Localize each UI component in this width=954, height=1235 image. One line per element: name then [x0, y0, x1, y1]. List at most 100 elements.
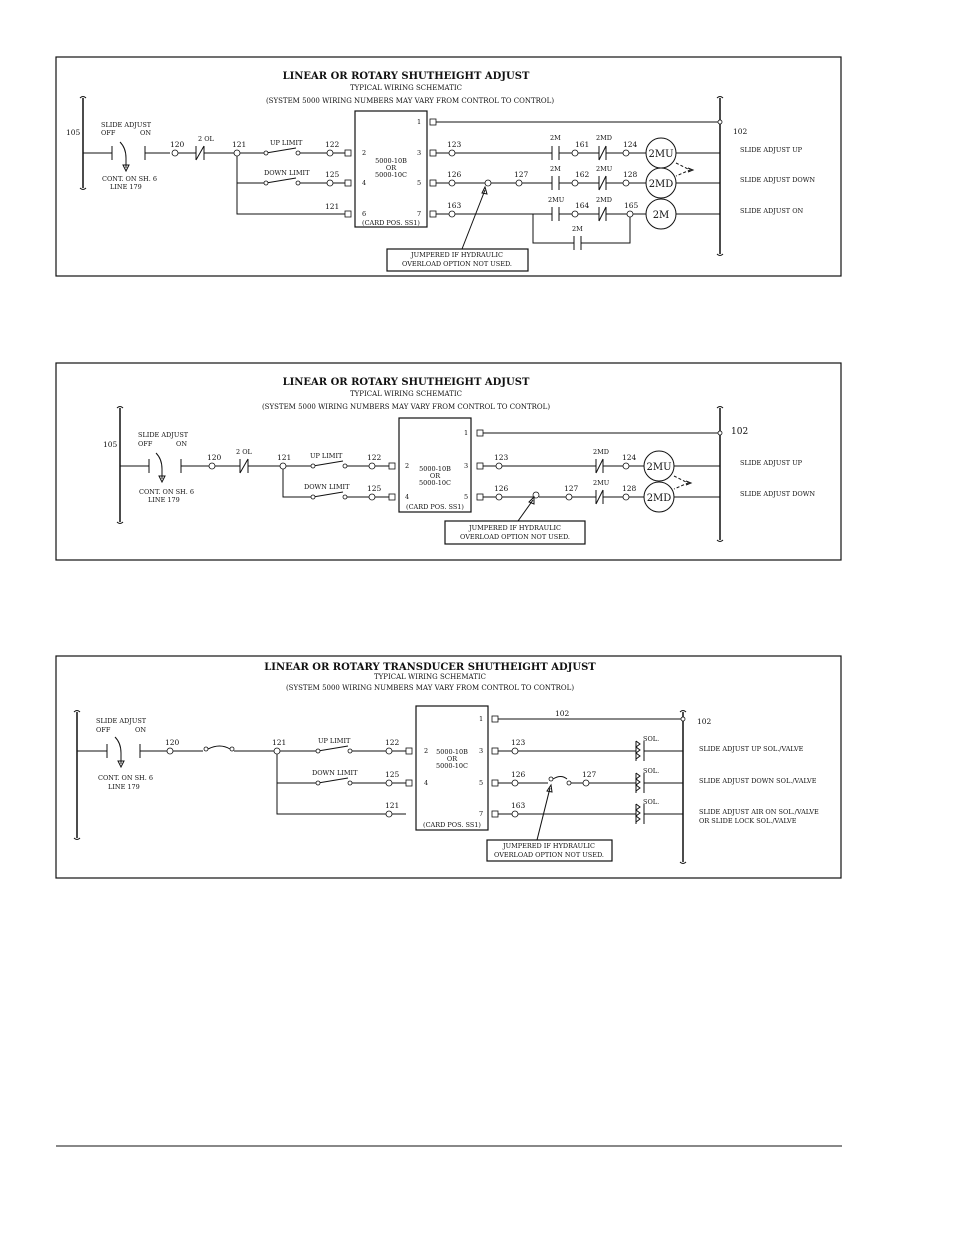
- svg-text:SOL.: SOL.: [643, 767, 659, 775]
- svg-text:2MD: 2MD: [596, 196, 612, 204]
- svg-text:(CARD POS. SS1): (CARD POS. SS1): [362, 219, 420, 227]
- svg-text:OR: OR: [447, 755, 458, 763]
- svg-text:SLIDE ADJUST DOWN SOL./VALVE: SLIDE ADJUST DOWN SOL./VALVE: [699, 777, 817, 785]
- jumper-note: [386, 248, 529, 272]
- wire-122: 122: [325, 140, 340, 149]
- svg-text:124: 124: [623, 140, 638, 149]
- diagram-1-title: LINEAR OR ROTARY SHUTHEIGHT ADJUST: [283, 71, 530, 82]
- svg-text:123: 123: [511, 738, 526, 747]
- svg-text:5: 5: [479, 779, 483, 787]
- svg-text:165: 165: [624, 201, 639, 210]
- switch-on: ON: [140, 129, 151, 137]
- svg-text:2M: 2M: [550, 134, 561, 142]
- svg-text:SLIDE ADJUST DOWN: SLIDE ADJUST DOWN: [740, 490, 815, 498]
- svg-text:CONT. ON SH. 6: CONT. ON SH. 6: [139, 488, 194, 496]
- wire-120: 120: [170, 140, 185, 149]
- svg-text:124: 124: [622, 453, 637, 462]
- svg-text:2MU: 2MU: [593, 479, 610, 487]
- svg-text:SLIDE ADJUST AIR ON SOL./VALVE: SLIDE ADJUST AIR ON SOL./VALVE: [699, 808, 819, 816]
- svg-text:DOWN LIMIT: DOWN LIMIT: [312, 769, 358, 777]
- svg-text:161: 161: [575, 140, 589, 149]
- svg-text:(CARD POS. SS1): (CARD POS. SS1): [423, 821, 481, 829]
- svg-text:SLIDE ADJUST DOWN: SLIDE ADJUST DOWN: [740, 176, 815, 184]
- svg-text:ON: ON: [176, 440, 187, 448]
- svg-text:6: 6: [362, 210, 366, 218]
- svg-text:5000-10B: 5000-10B: [419, 465, 451, 473]
- diagram-3: LINEAR OR ROTARY TRANSDUCER SHUTHEIGHT A…: [55, 655, 842, 879]
- svg-text:JUMPERED IF HYDRAULIC: JUMPERED IF HYDRAULIC: [468, 524, 561, 532]
- svg-text:121: 121: [272, 738, 286, 747]
- svg-text:(SYSTEM 5000 WIRING NUMBERS MA: (SYSTEM 5000 WIRING NUMBERS MAY VARY FRO…: [262, 403, 550, 411]
- svg-text:102: 102: [731, 427, 748, 437]
- svg-text:1: 1: [479, 715, 483, 723]
- svg-text:5000-10B: 5000-10B: [375, 157, 407, 165]
- wire-121: 121: [232, 140, 246, 149]
- svg-text:5000-10C: 5000-10C: [436, 762, 468, 770]
- svg-text:127: 127: [514, 170, 529, 179]
- svg-text:5000-10B: 5000-10B: [436, 748, 468, 756]
- svg-text:TYPICAL WIRING SCHEMATIC: TYPICAL WIRING SCHEMATIC: [374, 673, 486, 681]
- switch-off: OFF: [101, 129, 116, 137]
- svg-text:102: 102: [555, 709, 570, 718]
- svg-text:2MD: 2MD: [647, 493, 672, 504]
- svg-text:121: 121: [277, 453, 291, 462]
- svg-text:TYPICAL WIRING SCHEMATIC: TYPICAL WIRING SCHEMATIC: [350, 390, 462, 398]
- cont-line-1: CONT. ON SH. 6: [102, 175, 157, 183]
- svg-text:125: 125: [385, 770, 400, 779]
- svg-text:2MD: 2MD: [649, 179, 674, 190]
- svg-text:128: 128: [623, 170, 638, 179]
- diagram-1-note: (SYSTEM 5000 WIRING NUMBERS MAY VARY FRO…: [266, 97, 554, 105]
- svg-text:5: 5: [417, 179, 421, 187]
- svg-text:126: 126: [494, 484, 509, 493]
- svg-text:126: 126: [447, 170, 462, 179]
- wire-121b: 121: [325, 202, 339, 211]
- svg-text:SLIDE ADJUST: SLIDE ADJUST: [138, 431, 189, 439]
- svg-text:SLIDE ADJUST UP: SLIDE ADJUST UP: [740, 146, 803, 154]
- diagram-2-title: LINEAR OR ROTARY SHUTHEIGHT ADJUST: [283, 377, 530, 388]
- svg-text:OR: OR: [386, 164, 397, 172]
- svg-text:(CARD POS. SS1): (CARD POS. SS1): [406, 503, 464, 511]
- diagram-3-title: LINEAR OR ROTARY TRANSDUCER SHUTHEIGHT A…: [264, 662, 596, 673]
- svg-text:2MU: 2MU: [648, 149, 673, 160]
- svg-text:3: 3: [464, 462, 468, 470]
- card-box: [354, 110, 428, 228]
- switch-label: SLIDE ADJUST: [101, 121, 152, 129]
- svg-text:2MU: 2MU: [646, 462, 671, 473]
- svg-text:120: 120: [207, 453, 222, 462]
- svg-text:SLIDE ADJUST UP SOL./VALVE: SLIDE ADJUST UP SOL./VALVE: [699, 745, 804, 753]
- svg-text:162: 162: [575, 170, 590, 179]
- svg-text:2MU: 2MU: [548, 196, 565, 204]
- svg-text:122: 122: [385, 738, 400, 747]
- svg-text:163: 163: [447, 201, 462, 210]
- svg-text:LINE 179: LINE 179: [108, 783, 140, 791]
- svg-text:163: 163: [511, 801, 526, 810]
- svg-text:JUMPERED IF HYDRAULIC: JUMPERED IF HYDRAULIC: [502, 842, 595, 850]
- svg-text:2MD: 2MD: [593, 448, 609, 456]
- svg-text:CONT. ON SH. 6: CONT. ON SH. 6: [98, 774, 153, 782]
- svg-text:2M: 2M: [550, 165, 561, 173]
- svg-text:OFF: OFF: [96, 726, 111, 734]
- svg-text:126: 126: [511, 770, 526, 779]
- diagram-1: LINEAR OR ROTARY SHUTHEIGHT ADJUST TYPIC…: [55, 56, 842, 277]
- svg-text:120: 120: [165, 738, 180, 747]
- svg-text:123: 123: [494, 453, 509, 462]
- wire-125: 125: [325, 170, 340, 179]
- svg-text:ON: ON: [135, 726, 146, 734]
- left-rail-label: 105: [66, 128, 81, 137]
- svg-text:SLIDE ADJUST: SLIDE ADJUST: [96, 717, 147, 725]
- svg-text:5000-10C: 5000-10C: [375, 171, 407, 179]
- svg-text:121: 121: [385, 801, 399, 810]
- svg-text:LINE 179: LINE 179: [148, 496, 180, 504]
- svg-text:1: 1: [464, 429, 468, 437]
- svg-text:2: 2: [362, 149, 366, 157]
- svg-text:102: 102: [697, 717, 712, 726]
- svg-text:164: 164: [575, 201, 590, 210]
- svg-text:3: 3: [479, 747, 483, 755]
- svg-text:2MD: 2MD: [596, 134, 612, 142]
- svg-text:123: 123: [447, 140, 462, 149]
- svg-text:OR SLIDE LOCK SOL./VALVE: OR SLIDE LOCK SOL./VALVE: [699, 817, 797, 825]
- svg-text:128: 128: [622, 484, 637, 493]
- diagram-1-frame: [55, 56, 842, 277]
- svg-text:OR: OR: [430, 472, 441, 480]
- svg-text:2M: 2M: [653, 210, 670, 221]
